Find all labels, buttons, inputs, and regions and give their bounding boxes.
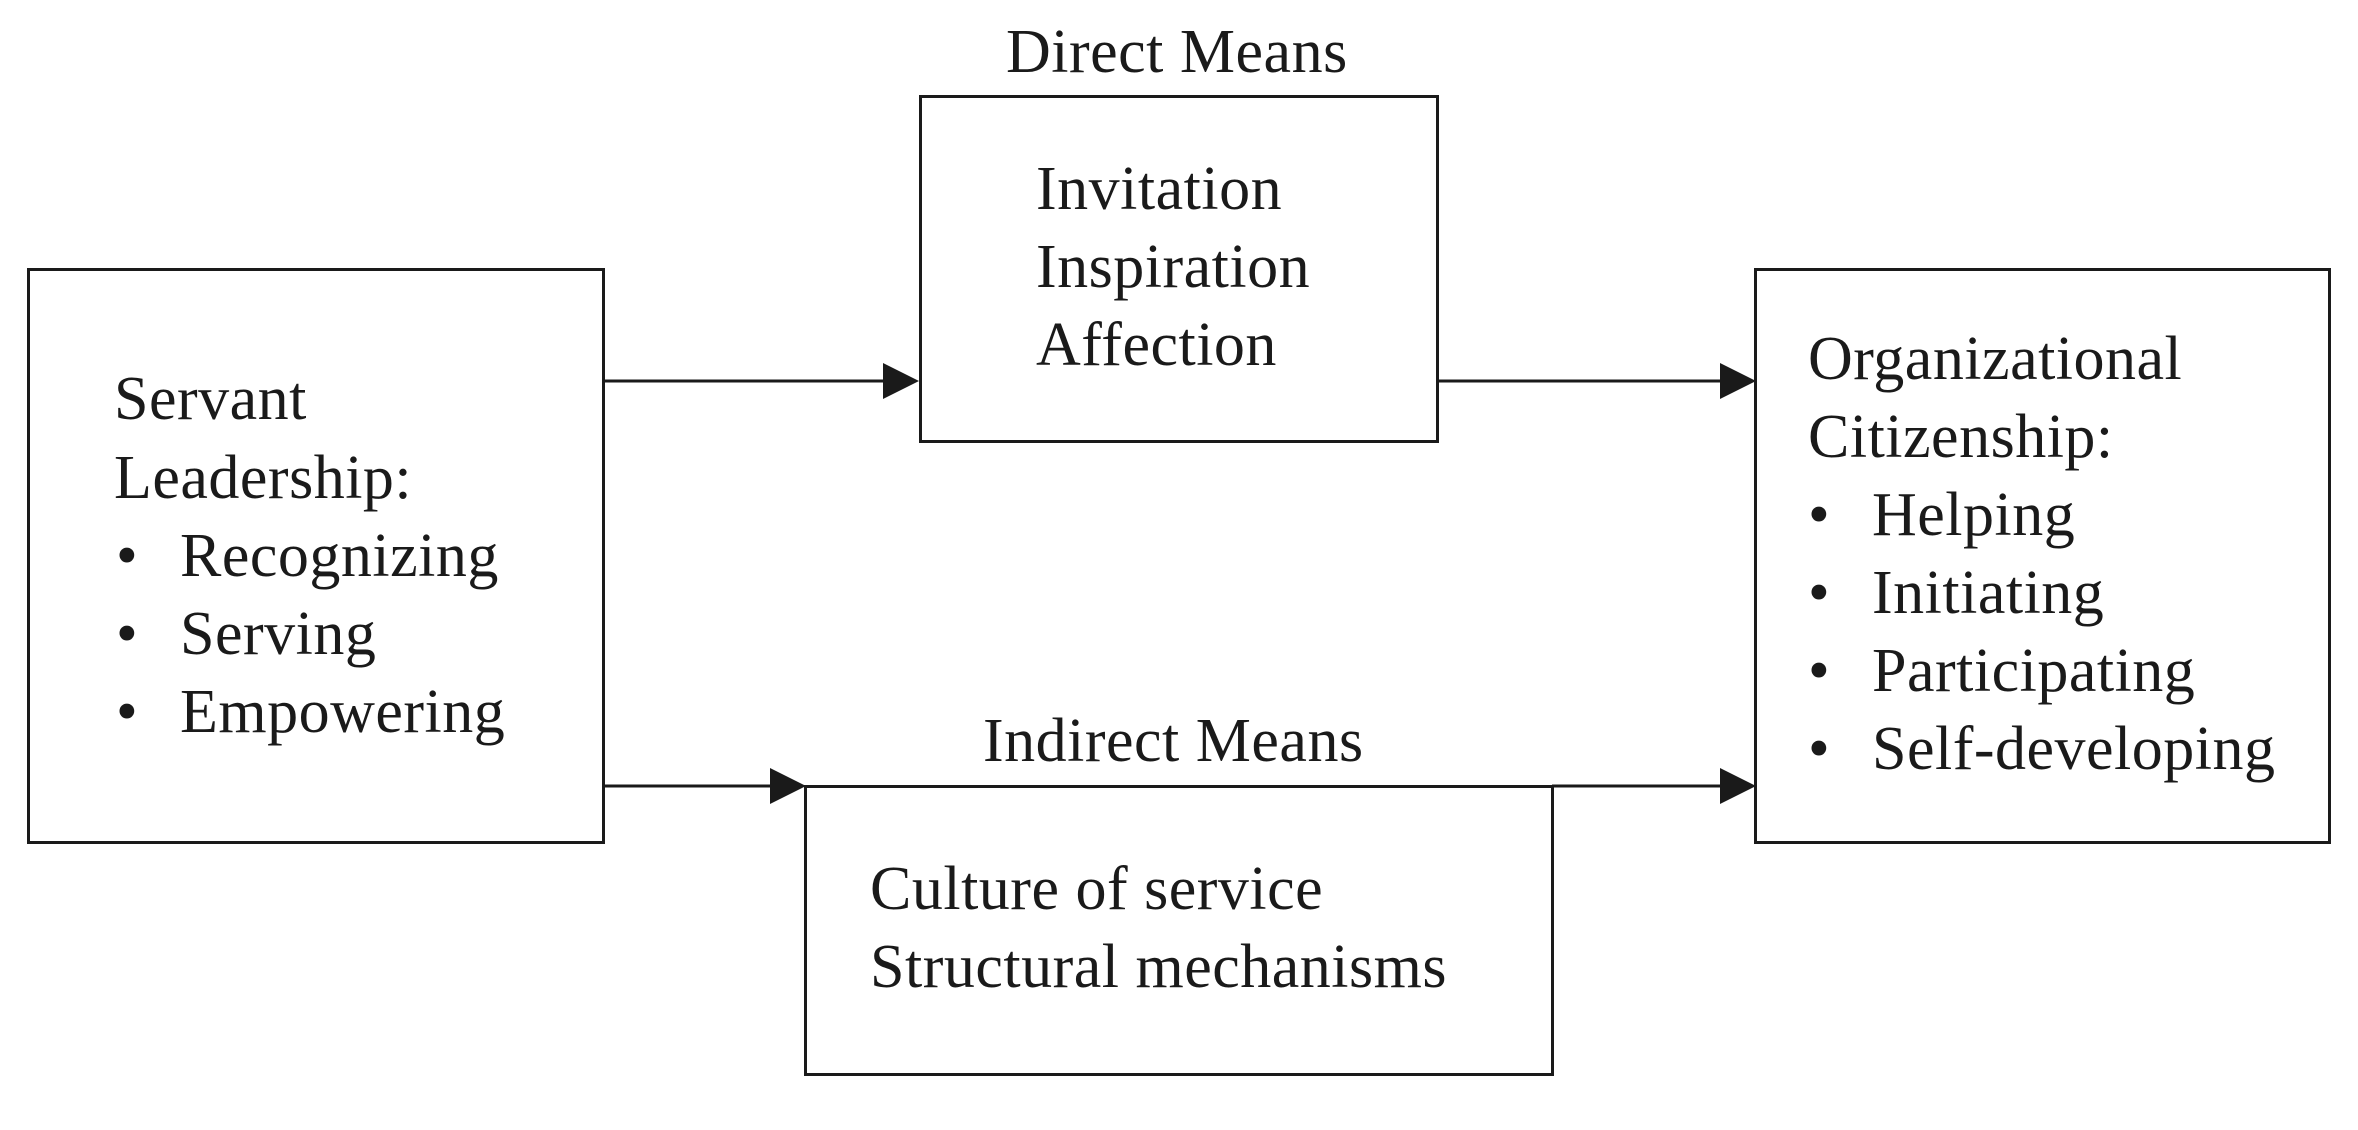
indirect-means-item: Culture of service (870, 855, 1324, 923)
arrow-indirect-to-citizenship (1552, 768, 1756, 804)
servant-leadership-item: Empowering (116, 673, 505, 751)
servant-leadership-item: Serving (116, 595, 376, 673)
servant-leadership-title-line1: Servant (114, 365, 307, 433)
direct-means-label: Direct Means (1006, 18, 1348, 86)
servant-leadership-title-line2: Leadership: (114, 444, 413, 512)
indirect-means-box (804, 785, 1554, 1076)
organizational-citizenship-item: Self-developing (1808, 710, 2276, 788)
organizational-citizenship-title-line2: Citizenship: (1808, 403, 2114, 471)
servant-leadership-item: Recognizing (116, 517, 499, 595)
organizational-citizenship-item: Helping (1808, 476, 2075, 554)
direct-means-item: Inspiration (1036, 233, 1311, 301)
organizational-citizenship-item: Initiating (1808, 554, 2104, 632)
arrow-direct-to-citizenship (1438, 363, 1756, 399)
direct-means-box (919, 95, 1439, 443)
organizational-citizenship-item: Participating (1808, 632, 2195, 710)
organizational-citizenship-title-line1: Organizational (1808, 325, 2183, 393)
arrow-servant-to-direct (604, 363, 919, 399)
direct-means-item: Invitation (1036, 155, 1283, 223)
indirect-means-item: Structural mechanisms (870, 933, 1447, 1001)
arrow-servant-to-indirect (604, 768, 806, 804)
indirect-means-label: Indirect Means (983, 707, 1364, 775)
direct-means-item: Affection (1036, 311, 1277, 379)
